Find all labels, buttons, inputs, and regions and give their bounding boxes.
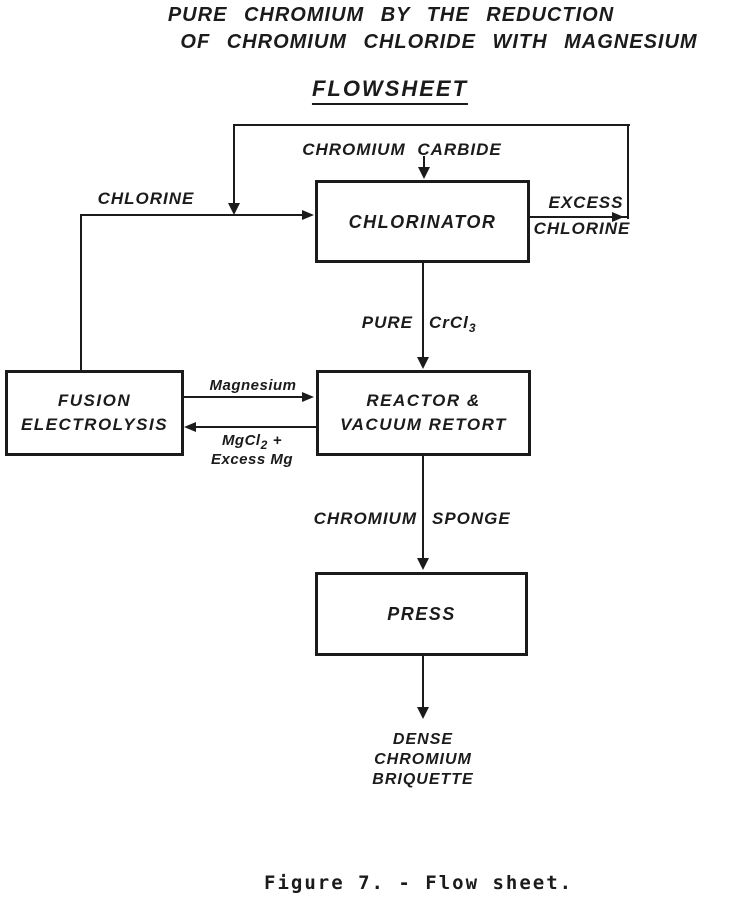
chromium-carbide-label: CHROMIUM CARBIDE [302, 140, 502, 159]
crcl-subscript: 3 [468, 321, 477, 335]
mgcl2-formula: MgCl2 + [222, 432, 282, 452]
figure-caption: Figure 7. - Flow sheet. [264, 872, 574, 894]
excess-chlorine-label-line2: CHLORINE [533, 219, 631, 238]
magnesium-arrowhead-icon [302, 392, 314, 402]
reactor-label-line2: VACUUM RETORT [340, 415, 507, 434]
pure-crcl3-formula: CrCl3 [429, 313, 477, 335]
excess-chlorine-line [530, 216, 629, 218]
dense-briquette-line2: CHROMIUM [374, 751, 472, 768]
reactor-label-line1: REACTOR & [366, 391, 481, 410]
flowsheet-subtitle: FLOWSHEET [311, 76, 469, 105]
dense-briquette-line3: BRIQUETTE [372, 771, 474, 788]
magnesium-label: Magnesium [209, 377, 297, 394]
chromium-carbide-arrowhead-icon [418, 167, 430, 179]
dense-briquette-line1: DENSE [392, 731, 454, 748]
pure-crcl3-arrowhead-icon [417, 357, 429, 369]
chromium-sponge-arrowhead-icon [417, 558, 429, 570]
excess-chlorine-arrowhead-icon [612, 212, 624, 222]
chlorine-arrowhead-icon [302, 210, 314, 220]
page-title-line2: OF CHROMIUM CHLORIDE WITH MAGNESIUM [180, 31, 698, 53]
page-title-line1: PURE CHROMIUM BY THE REDUCTION [167, 4, 615, 26]
recycle-loop-top-line [234, 124, 630, 126]
chlorine-label: CHLORINE [97, 189, 195, 208]
chromium-sponge-word2: SPONGE [432, 509, 511, 528]
recycle-loop-left-line [233, 124, 235, 204]
chlorine-line [80, 214, 304, 216]
fusion-label-line1: FUSION [57, 391, 132, 410]
magnesium-line [183, 396, 304, 398]
chromium-sponge-word1: CHROMIUM [313, 509, 417, 528]
crcl-base: CrCl [429, 313, 469, 332]
press-label: PRESS [387, 604, 456, 624]
mgcl-base: MgCl [221, 432, 261, 449]
excess-chlorine-label-line1: EXCESS [548, 193, 624, 212]
mgcl2-return-line [196, 426, 316, 428]
chromium-carbide-line [423, 156, 425, 170]
pure-crcl3-line [422, 261, 424, 358]
node-press: PRESS [315, 572, 528, 656]
dense-briquette-label: DENSE CHROMIUM BRIQUETTE [372, 730, 473, 790]
mgcl-plus: + [272, 432, 283, 449]
excess-mg-label: Excess Mg [210, 451, 294, 468]
recycle-loop-right-line [627, 124, 629, 219]
press-output-line [422, 655, 424, 708]
chlorine-riser-line [80, 214, 82, 370]
recycle-loop-arrowhead-icon [228, 203, 240, 215]
fusion-label-line2: ELECTROLYSIS [20, 415, 169, 434]
chlorinator-label: CHLORINATOR [348, 211, 497, 232]
pure-crcl3-word: PURE [361, 313, 413, 332]
press-output-arrowhead-icon [417, 707, 429, 719]
chromium-sponge-line [422, 455, 424, 559]
node-reactor-vacuum-retort: REACTOR & VACUUM RETORT [316, 370, 531, 456]
node-fusion-electrolysis: FUSION ELECTROLYSIS [5, 370, 184, 456]
mgcl-subscript: 2 [260, 438, 268, 452]
mgcl2-return-arrowhead-icon [184, 422, 196, 432]
node-chlorinator: CHLORINATOR [315, 180, 530, 263]
